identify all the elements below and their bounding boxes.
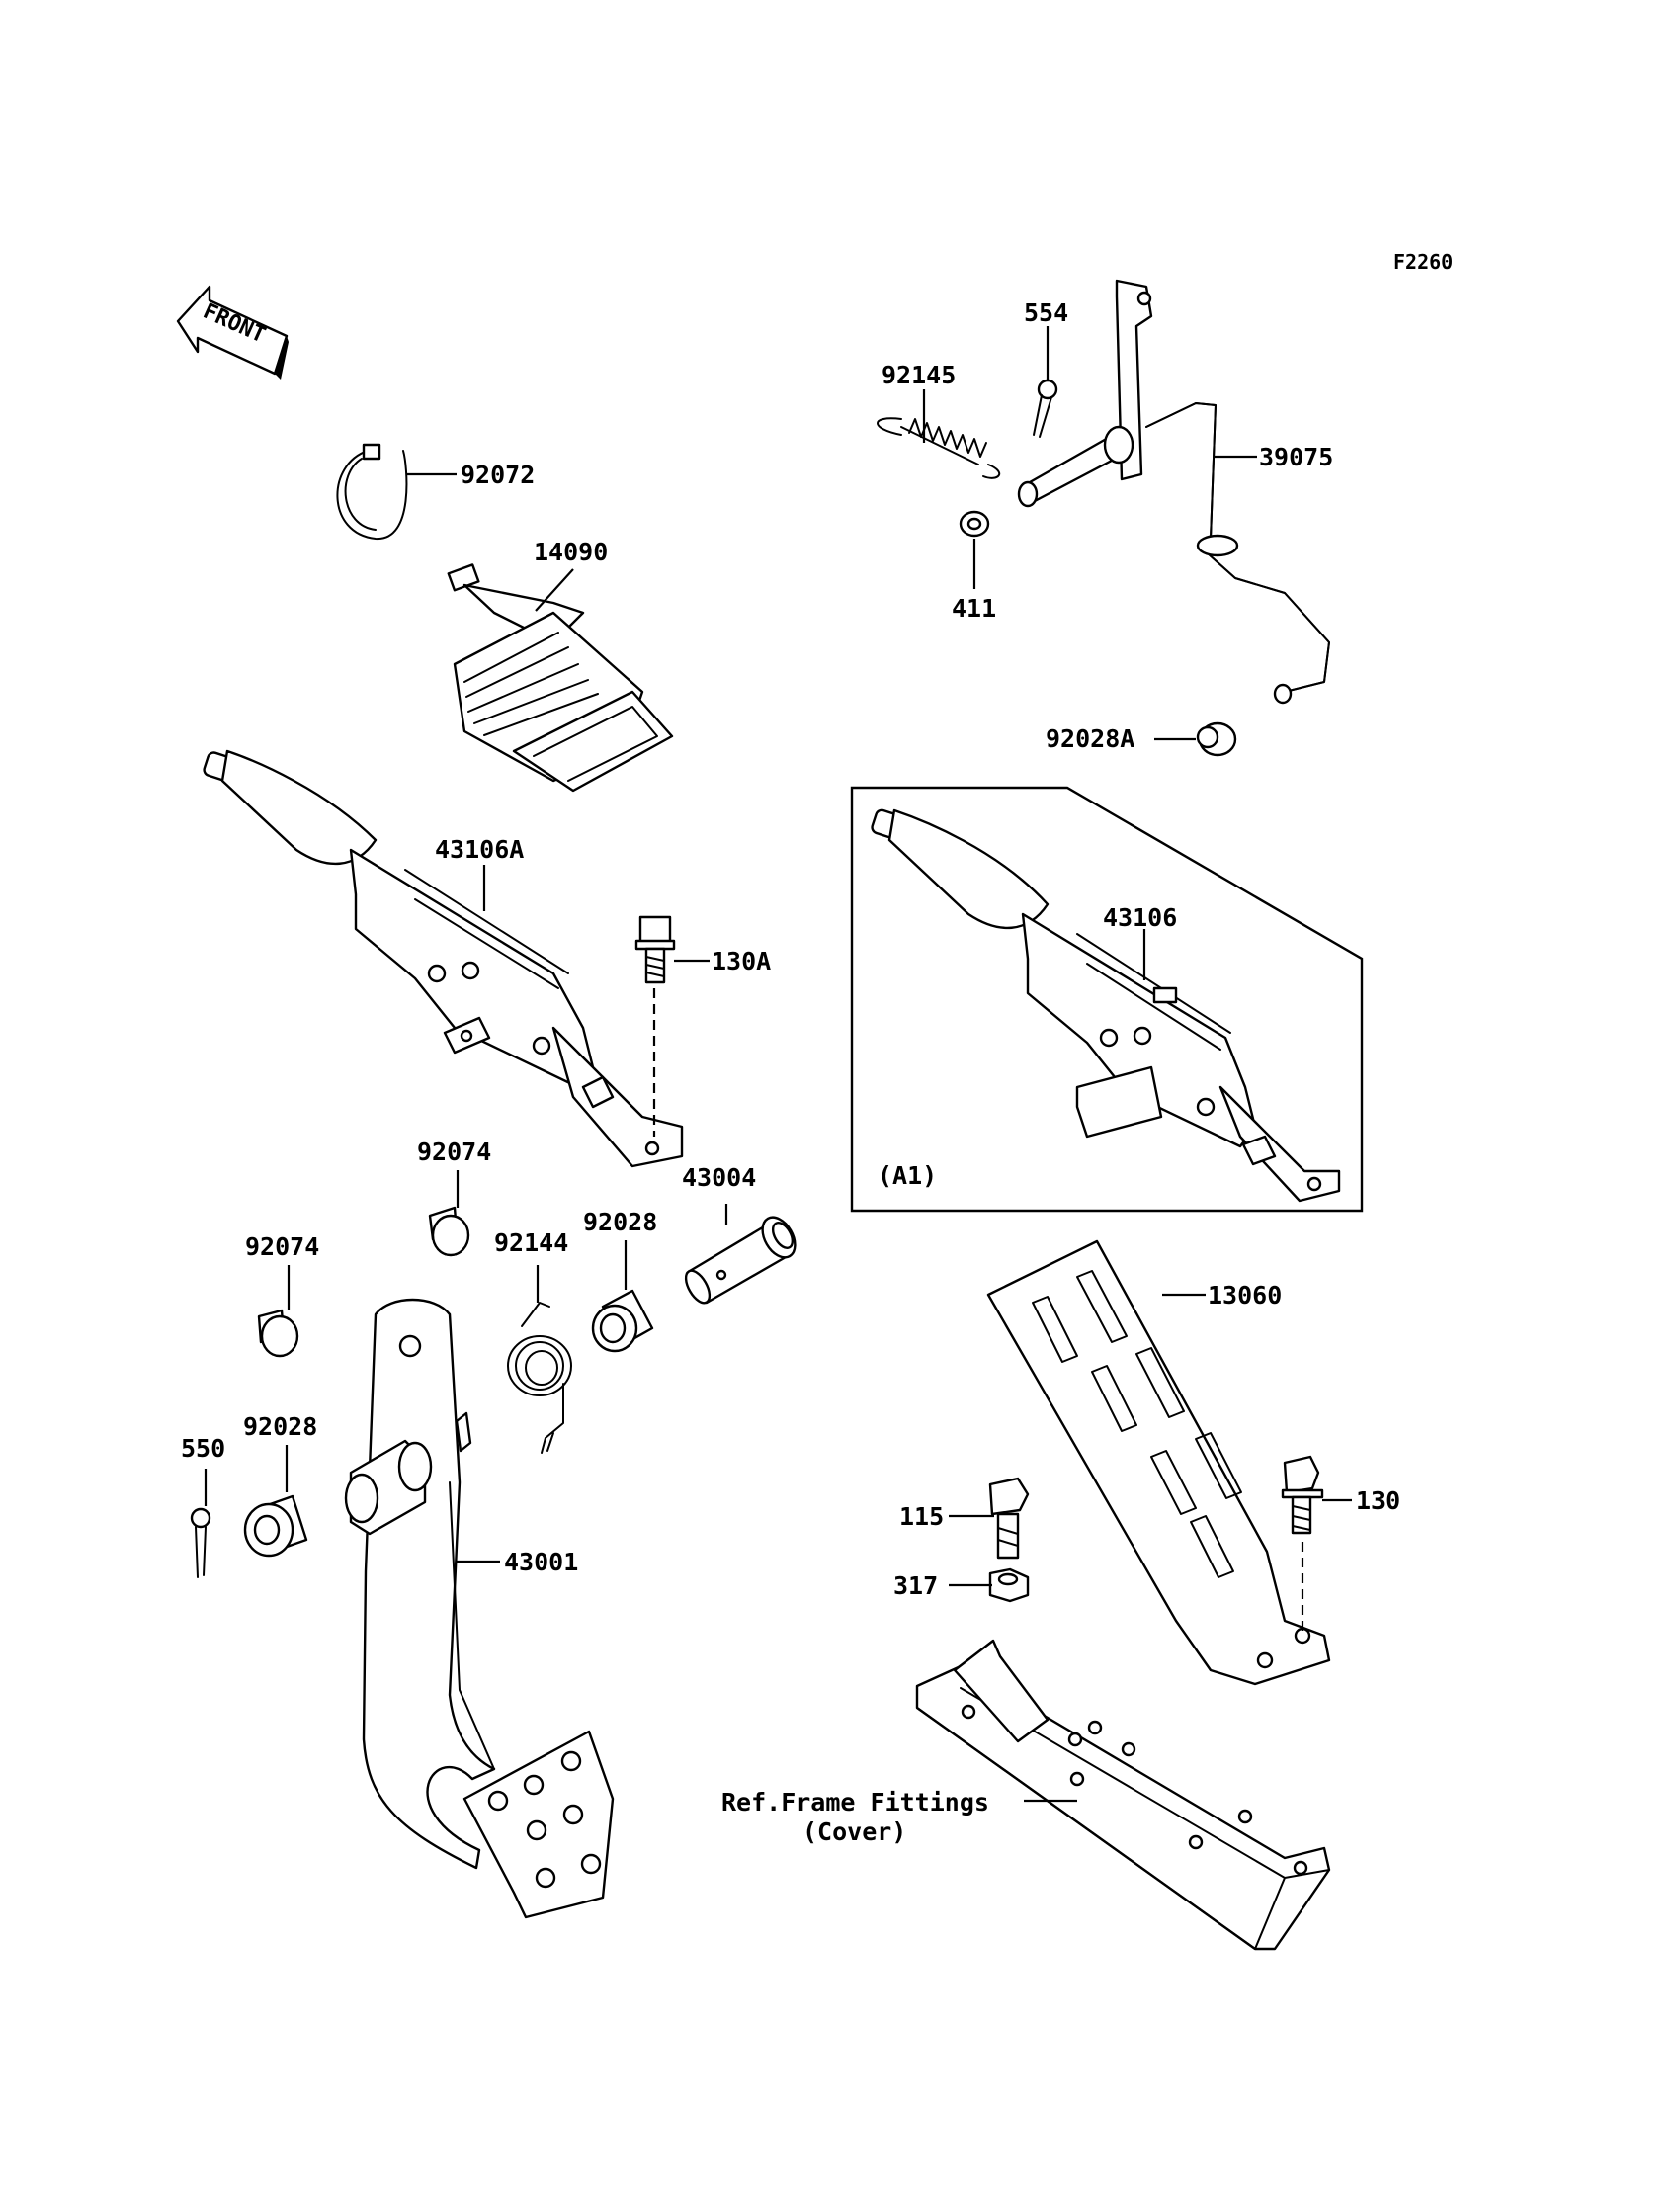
label-43106: 43106 (1103, 903, 1177, 932)
label-554: 554 (1024, 298, 1068, 327)
label-92028A: 92028A (1046, 724, 1134, 753)
spring-92145 (877, 417, 1001, 479)
washer-411 (959, 510, 990, 538)
label-92028-lower: 92028 (243, 1412, 317, 1441)
pin-43004 (684, 1216, 797, 1305)
label-39075: 39075 (1259, 443, 1333, 471)
label-43004: 43004 (682, 1163, 756, 1192)
label-13060: 13060 (1208, 1281, 1282, 1310)
bolt-130 (1281, 1455, 1324, 1535)
label-14090: 14090 (534, 538, 608, 566)
brake-pedal-43001 (344, 1298, 615, 1919)
label-43106A: 43106A (435, 835, 524, 864)
label-43001: 43001 (504, 1548, 578, 1576)
lever-boot-14090 (447, 563, 674, 793)
inset-box-A1 (850, 786, 1364, 1213)
accelerator-pedal-13060 (986, 1239, 1331, 1686)
bushing-92028A (1196, 721, 1237, 757)
label-130: 130 (1356, 1486, 1400, 1515)
label-92074-upper: 92074 (417, 1138, 491, 1166)
label-92074-lower: 92074 (245, 1232, 319, 1261)
spring-92144 (507, 1302, 572, 1454)
label-550: 550 (181, 1434, 225, 1463)
clamp-band-92072 (336, 443, 408, 541)
nut-317 (988, 1567, 1030, 1603)
cotter-pin-550 (190, 1507, 211, 1578)
frame-fitting-cover (915, 1639, 1331, 1951)
label-92072: 92072 (461, 461, 535, 489)
parking-lever-43106A (203, 749, 684, 1168)
bushing-92028-lower (243, 1494, 308, 1558)
bolt-115 (988, 1477, 1030, 1560)
cotter-pin-554 (1033, 379, 1058, 438)
label-130A: 130A (712, 947, 771, 975)
shaft-lever-39075 (1017, 279, 1330, 705)
label-115: 115 (899, 1502, 944, 1531)
figure-code: F2260 (1393, 250, 1453, 274)
bolt-130A (634, 915, 676, 984)
plug-92074-lower (257, 1309, 299, 1358)
parking-lever-43106 (871, 808, 1341, 1203)
ref-frame-fittings-label: Ref.Frame Fittings (721, 1788, 989, 1817)
ref-frame-fittings-sublabel: (Cover) (802, 1817, 906, 1846)
label-411: 411 (952, 594, 996, 623)
label-317: 317 (893, 1571, 938, 1600)
plug-92074-upper (428, 1206, 470, 1257)
front-arrow-icon: FRONT (176, 285, 289, 380)
label-92028-upper: 92028 (583, 1208, 657, 1236)
inset-label: (A1) (878, 1161, 937, 1190)
label-92145: 92145 (882, 361, 956, 389)
label-92144: 92144 (494, 1228, 568, 1257)
bushing-92028-upper (591, 1289, 654, 1353)
leader-14090 (535, 568, 574, 612)
